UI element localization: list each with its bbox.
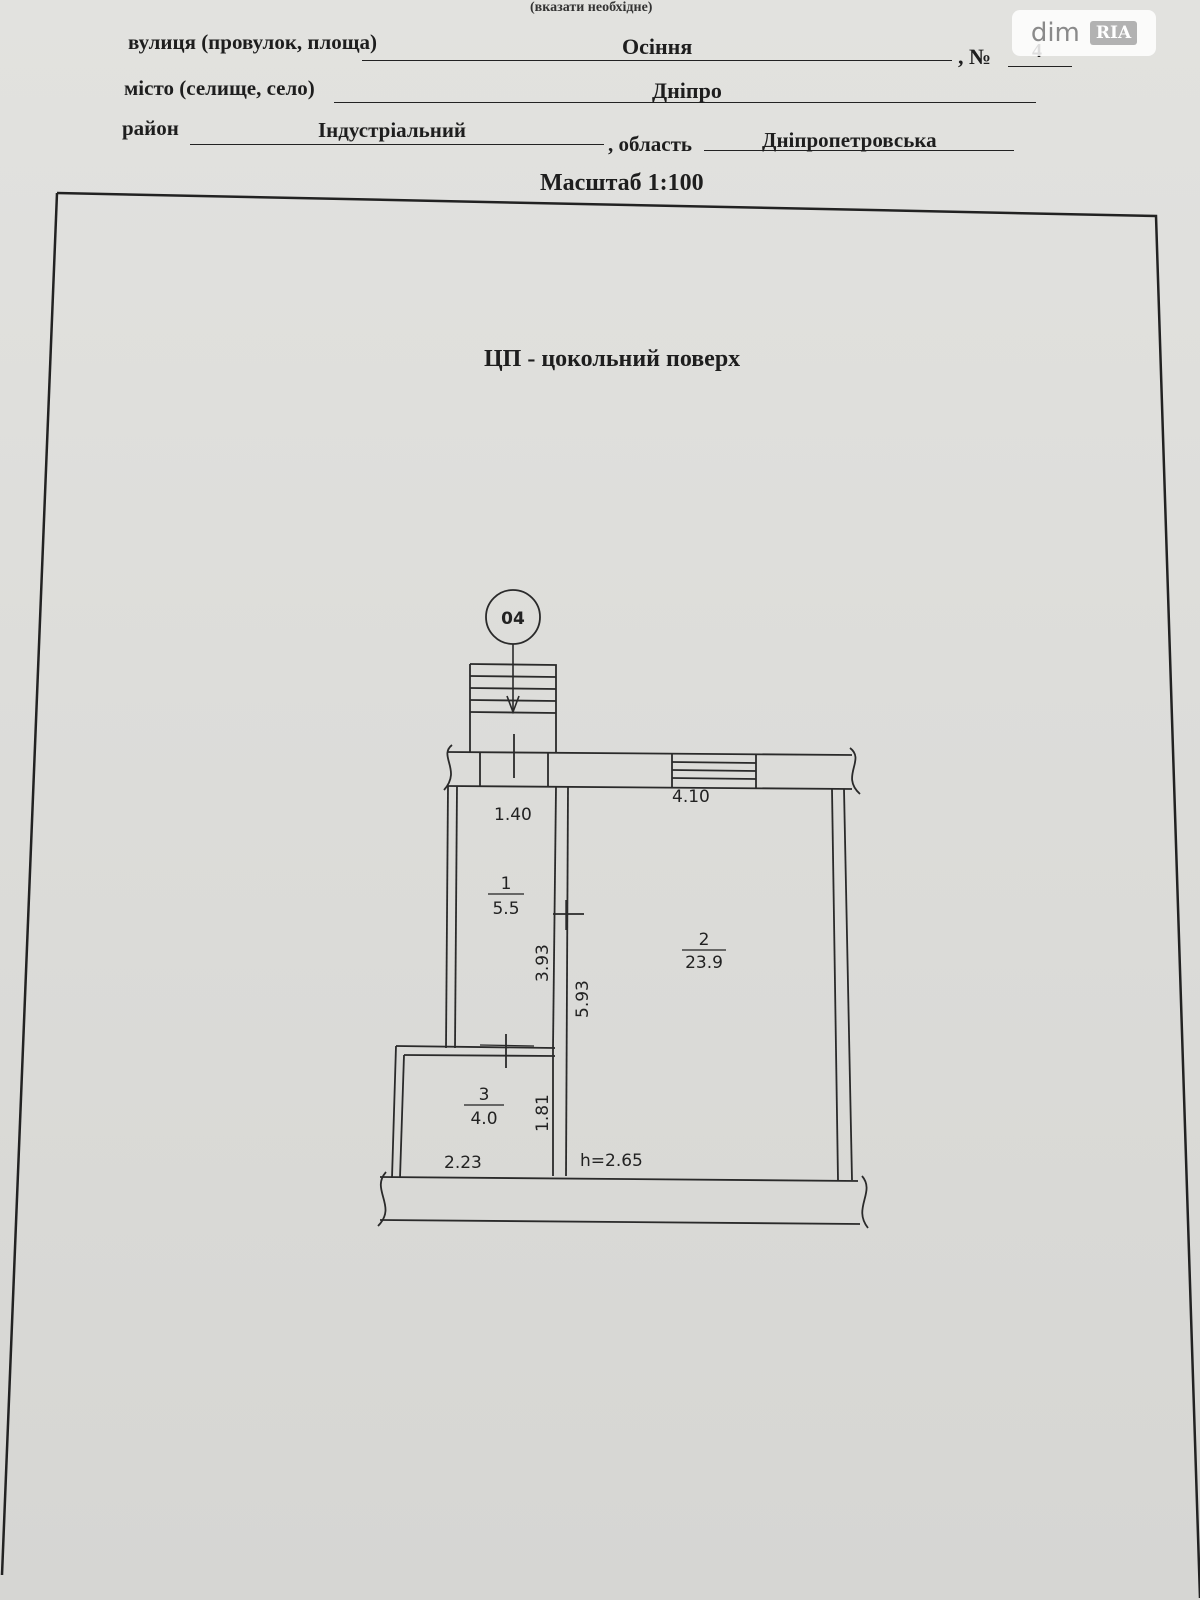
street-label: вулиця (провулок, площа) (128, 30, 378, 54)
city-value: Дніпро (652, 78, 722, 103)
room-3-label: 3 4.0 (464, 1085, 504, 1129)
arrow-down-icon (506, 695, 520, 715)
city-label: місто (селище, село) (124, 76, 315, 100)
city-underline (334, 102, 1036, 103)
dim-room2-width: 4.10 (672, 787, 710, 807)
plan-walls (377, 663, 869, 1229)
region-value: Дніпропетровська (762, 128, 937, 152)
street-underline (362, 60, 952, 61)
region-underline (704, 150, 1014, 151)
district-label: район (122, 116, 179, 140)
dim-room3-width: 2.23 (444, 1153, 482, 1173)
room-area: 4.0 (470, 1109, 497, 1129)
scale-label: Масштаб 1:100 (540, 170, 704, 196)
room-number: 1 (501, 874, 512, 894)
marker-label: 04 (501, 609, 525, 629)
marker-symbol: 04 (485, 589, 541, 715)
plan-title: ЦП - цокольний поверх (484, 346, 741, 372)
number-separator: , № (958, 44, 992, 69)
room-labels: 1 5.5 2 23.9 3 4.0 (464, 874, 726, 1129)
dimria-watermark: dim RIA (1012, 10, 1156, 56)
dim-room1-length: 3.93 (533, 944, 553, 982)
room-2-label: 2 23.9 (682, 930, 726, 973)
dim-room2-length: 5.93 (573, 980, 593, 1018)
room-area: 23.9 (685, 953, 723, 973)
district-underline (190, 144, 604, 145)
watermark-dim-text: dim (1030, 18, 1080, 48)
number-underline (1008, 66, 1072, 67)
plan-dimensions: 1.40 4.10 3.93 5.93 1.81 2.23 h=2.65 (444, 787, 710, 1173)
district-value: Індустріальний (318, 118, 467, 142)
room-area: 5.5 (492, 899, 519, 919)
room-number: 2 (699, 930, 710, 950)
dim-ceiling-height: h=2.65 (580, 1151, 643, 1171)
room-number: 3 (479, 1085, 490, 1105)
street-value: Осіння (622, 34, 693, 59)
room-1-label: 1 5.5 (488, 874, 524, 919)
top-note: (вказати необхідне) (530, 0, 653, 15)
watermark-ria-badge: RIA (1089, 21, 1138, 45)
dim-room3-length: 1.81 (533, 1094, 553, 1132)
dim-room1-width: 1.40 (494, 805, 532, 825)
region-separator: , область (608, 132, 692, 156)
